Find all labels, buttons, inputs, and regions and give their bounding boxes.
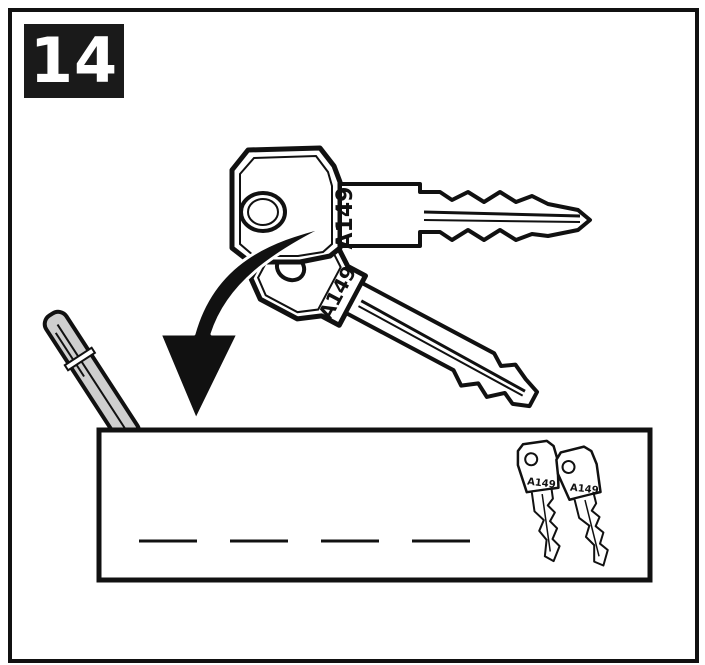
key-front-code: A149	[333, 187, 358, 250]
